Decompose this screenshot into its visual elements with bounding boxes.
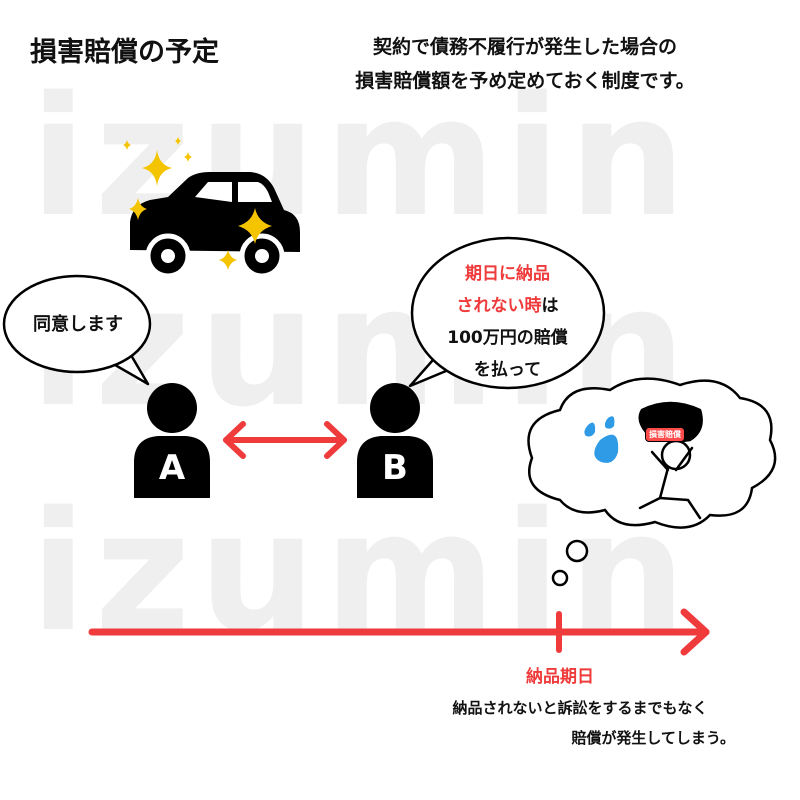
page-title: 損害賠償の予定 [30, 37, 219, 68]
timeline-note-line-2: 賠償が発生してしまう。 [571, 729, 735, 747]
damages-tag: 損害賠償 [645, 427, 685, 442]
watermark-row-3: izumin [30, 476, 695, 668]
party-b-speech-line-4: を払って [473, 360, 542, 380]
speech-bubble-a [2, 274, 152, 386]
description-line-2: 損害賠償額を予め定めておく制度です。 [355, 70, 695, 92]
struggling-figure-icon [638, 401, 703, 520]
sweat-drops-icon [584, 416, 619, 463]
person-b-label: B [382, 448, 408, 488]
sparkle-icon [123, 137, 272, 270]
person-b-icon [357, 383, 433, 498]
party-b-speech-line-3: 100万円の賠償 [447, 328, 568, 348]
timeline-note: 納品されないと訴訟をするまでもなく 賠償が発生してしまう。 [415, 693, 745, 753]
description-line-1: 契約で債務不履行が発生した場合の [372, 36, 677, 58]
person-a-icon [134, 383, 210, 498]
party-b-speech-line-2-red: されない時 [456, 296, 542, 316]
party-a-speech: 同意します [33, 314, 123, 335]
timeline-note-line-1: 納品されないと訴訟をするまでもなく [452, 699, 708, 717]
timeline-arrow [88, 608, 710, 656]
party-b-speech-line-2: されない時は [420, 290, 595, 322]
page-description: 契約で債務不履行が発生した場合の 損害賠償額を予め定めておく制度です。 [290, 30, 760, 98]
party-b-speech-line-1: 期日に納品 [465, 264, 550, 284]
party-b-speech: 期日に納品 されない時は 100万円の賠償 を払って [420, 258, 595, 386]
deadline-label: 納品期日 [526, 667, 594, 687]
party-b-speech-line-2-suffix: は [541, 296, 559, 316]
speech-bubble-b [408, 236, 606, 390]
car-icon [130, 172, 300, 279]
agreement-double-arrow-icon [223, 421, 347, 459]
person-a-label: A [158, 448, 186, 488]
